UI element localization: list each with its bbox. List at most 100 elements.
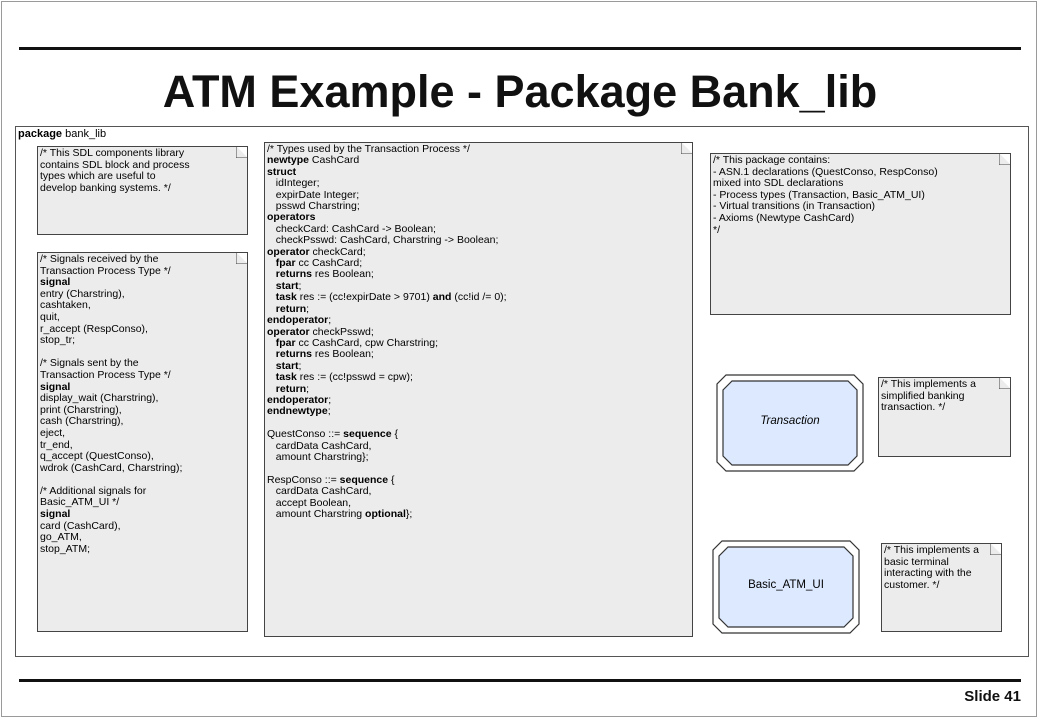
code-line: /* Types used by the Transaction Process… xyxy=(267,143,507,155)
code-keyword: returns xyxy=(275,268,312,281)
code-line: operator checkPsswd; xyxy=(267,325,507,338)
code-keyword: endnewtype xyxy=(267,405,328,418)
code-text: cardData CashCard, xyxy=(267,485,372,498)
signals-line: Basic_ATM_UI */ xyxy=(40,496,120,509)
code-text xyxy=(267,383,276,395)
code-text xyxy=(267,257,276,269)
code-keyword: operator xyxy=(267,325,310,338)
types-code-block: /* Types used by the Transaction Process… xyxy=(267,143,507,520)
signals-line: card (CashCard), xyxy=(40,519,121,532)
code-text xyxy=(267,303,276,315)
basic-atm-ui-label: Basic_ATM_UI xyxy=(748,579,824,591)
code-text: { xyxy=(391,428,399,441)
signals-line: cash (Charstring), xyxy=(40,415,124,428)
transaction-comment-note: /* This implements a simplified banking … xyxy=(878,377,1011,457)
code-line: RespConso ::= sequence { xyxy=(267,473,507,486)
code-line: return; xyxy=(267,302,507,315)
code-text: checkCard; xyxy=(309,245,366,258)
code-line: cardData CashCard, xyxy=(267,485,507,498)
code-line: fpar cc CashCard, cpw Charstring; xyxy=(267,336,507,349)
transaction-process-type[interactable]: Transaction xyxy=(716,374,864,472)
code-keyword: operators xyxy=(267,211,316,224)
signals-line: tr_end, xyxy=(40,438,73,451)
code-line: endoperator; xyxy=(267,393,507,406)
code-text: ; xyxy=(298,359,302,372)
signals-line: q_accept (QuestConso), xyxy=(40,450,154,463)
code-text xyxy=(267,280,276,292)
code-text xyxy=(267,291,276,303)
code-text: QuestConso ::= xyxy=(267,428,344,441)
code-text: psswd Charstring; xyxy=(267,200,360,213)
types-definition-note: /* Types used by the Transaction Process… xyxy=(264,142,693,637)
code-line: amount Charstring}; xyxy=(267,450,507,463)
signals-line: Transaction Process Type */ xyxy=(40,368,171,381)
code-keyword: endoperator xyxy=(267,314,329,327)
code-text: expirDate Integer; xyxy=(267,188,360,201)
signals-line: signal xyxy=(40,276,71,289)
code-line: checkPsswd: CashCard, Charstring -> Bool… xyxy=(267,235,507,246)
signals-line: /* Additional signals for xyxy=(40,484,147,497)
code-keyword: fpar xyxy=(275,257,296,270)
package-heading: package bank_lib xyxy=(18,128,106,140)
signals-line: r_accept (RespConso), xyxy=(40,322,148,335)
code-line: return; xyxy=(267,382,507,395)
note-fold-icon xyxy=(999,378,1010,389)
code-line: QuestConso ::= sequence { xyxy=(267,428,507,441)
code-keyword: return xyxy=(275,302,307,315)
signals-line: display_wait (Charstring), xyxy=(40,392,159,405)
code-keyword: task xyxy=(275,371,297,384)
code-text: /* Types used by the Transaction Process… xyxy=(267,143,470,155)
note-fold-icon xyxy=(236,253,247,264)
code-text: res Boolean; xyxy=(311,348,374,361)
code-keyword: fpar xyxy=(275,336,296,349)
code-text: ; xyxy=(306,302,310,315)
code-keyword: return xyxy=(275,382,307,395)
code-keyword: returns xyxy=(275,348,312,361)
code-line: start; xyxy=(267,280,507,292)
note-fold-icon xyxy=(990,544,1001,555)
signals-line: eject, xyxy=(40,426,66,439)
package-keyword: package xyxy=(18,128,63,140)
signals-line: quit, xyxy=(40,310,60,323)
note-fold-icon xyxy=(236,147,247,158)
code-text: amount Charstring xyxy=(267,508,366,520)
code-text xyxy=(267,337,276,349)
code-line: start; xyxy=(267,359,507,372)
code-text: RespConso ::= xyxy=(267,473,340,486)
code-text: idInteger; xyxy=(267,177,320,190)
process-type-shape xyxy=(716,374,864,472)
code-text: res := (cc!psswd = cpw); xyxy=(296,371,413,384)
signals-line: wdrok (CashCard, Charstring); xyxy=(40,461,183,474)
signals-line: signal xyxy=(40,508,71,521)
code-keyword: start xyxy=(275,359,299,372)
code-text xyxy=(267,348,276,360)
basic-atm-ui-process-type[interactable]: Basic_ATM_UI xyxy=(712,540,860,634)
code-line: expirDate Integer; xyxy=(267,188,507,201)
slide-title: ATM Example - Package Bank_lib xyxy=(162,66,878,117)
code-text: ; xyxy=(328,314,332,327)
code-line: amount Charstring optional}; xyxy=(267,508,507,520)
signals-line: cashtaken, xyxy=(40,299,91,312)
code-text: cc CashCard; xyxy=(295,257,363,270)
code-keyword: operator xyxy=(267,245,310,258)
code-line: checkCard: CashCard -> Boolean; xyxy=(267,223,507,235)
package-contents-text: /* This package contains: - ASN.1 declar… xyxy=(713,154,938,236)
library-comment-text: /* This SDL components library contains … xyxy=(40,147,190,194)
code-text: ; xyxy=(328,393,332,406)
signals-line: Transaction Process Type */ xyxy=(40,264,171,277)
slide-number: Slide 41 xyxy=(964,688,1021,705)
code-text: res Boolean; xyxy=(311,268,374,281)
note-fold-icon xyxy=(681,143,692,154)
signals-line: go_ATM, xyxy=(40,531,82,544)
basic-atm-ui-comment-note: /* This implements a basic terminal inte… xyxy=(881,543,1002,632)
code-keyword: endoperator xyxy=(267,393,329,406)
code-keyword: newtype xyxy=(267,154,310,167)
package-name: bank_lib xyxy=(65,128,107,140)
code-text: amount Charstring}; xyxy=(267,450,369,463)
basic-atm-ui-comment-text: /* This implements a basic terminal inte… xyxy=(884,544,979,591)
process-type-shape xyxy=(712,540,860,634)
signals-line: signal xyxy=(40,380,71,393)
